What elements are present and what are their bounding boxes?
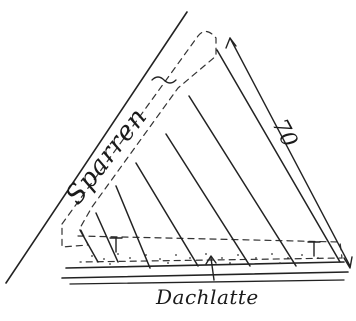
batten-leader-line [210, 257, 215, 281]
rafter-band-outline [61, 30, 217, 248]
dimension-arrowhead-bottom [343, 256, 353, 269]
rafter-line [79, 229, 99, 263]
break-mark [151, 76, 177, 84]
dimension-arrowhead-top [225, 37, 237, 49]
rafter-label: Sparren [60, 102, 154, 210]
rafter-line [95, 212, 119, 263]
batten-band [61, 253, 349, 285]
rafter-line [115, 185, 151, 269]
rafter-line [165, 133, 251, 267]
nail-mark [307, 241, 321, 257]
batten-bottom-edge [61, 271, 349, 279]
rafter-line [135, 162, 199, 267]
batten-underline [69, 279, 345, 285]
batten-leader-arrowhead [205, 255, 217, 265]
rafter-line [216, 49, 341, 263]
nail-mark [109, 237, 123, 253]
rafter-line [188, 95, 297, 267]
nail-marks [109, 237, 321, 257]
batten-label: Dachlatte [155, 285, 259, 309]
roof-surface-line [5, 11, 188, 284]
rafter-lines [79, 49, 341, 269]
dimension-line [229, 37, 351, 267]
stipple-dots [91, 253, 319, 265]
batten-top-edge [65, 261, 345, 269]
